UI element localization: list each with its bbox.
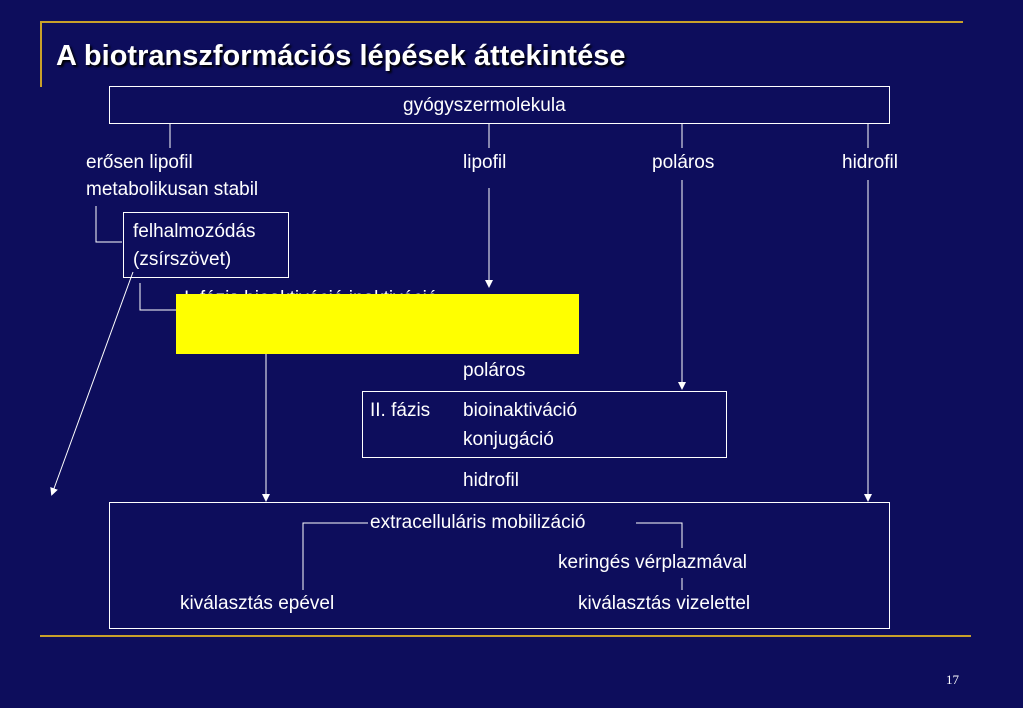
- header-rule-vertical: [40, 21, 42, 87]
- strong-lipophilic-label: erősen lipofil: [86, 152, 193, 173]
- hydrophilic-after-phase2-label: hidrofil: [463, 470, 519, 491]
- slide-title: A biotranszformációs lépések áttekintése: [56, 40, 626, 72]
- accumulation-label: felhalmozódás: [133, 221, 256, 242]
- page-number: 17: [946, 672, 959, 687]
- accumulation-box: [123, 212, 289, 278]
- drug-molecule-box: [109, 86, 890, 124]
- urinary-excretion-label: kiválasztás vizelettel: [578, 593, 751, 614]
- phase-2-label: II. fázis: [370, 400, 431, 421]
- bioinactivation-label: bioinaktiváció: [463, 400, 578, 421]
- adipose-tissue-label: (zsírszövet): [133, 249, 232, 270]
- biliary-excretion-label: kiválasztás epével: [180, 593, 335, 614]
- phase-1-label: I. fázis bioaktiváció inaktiváció: [184, 286, 574, 298]
- elimination-box: [109, 502, 890, 629]
- lipophilic-label: lipofil: [463, 152, 507, 173]
- drug-molecule-label: gyógyszermolekula: [403, 95, 566, 116]
- hydrophilic-label: hidrofil: [842, 152, 898, 173]
- conjugation-label: konjugáció: [463, 429, 554, 450]
- metabolically-stable-label: metabolikusan stabil: [86, 179, 259, 200]
- footer-rule: [40, 635, 971, 637]
- highlight-block: [176, 294, 579, 354]
- phase-2-box: [362, 391, 727, 458]
- plasma-circulation-label: keringés vérplazmával: [558, 552, 748, 573]
- header-rule: [40, 21, 963, 23]
- extracellular-mobilization-label: extracelluláris mobilizáció: [370, 512, 586, 533]
- polar-after-phase1-label: poláros: [463, 360, 526, 381]
- polar-label: poláros: [652, 152, 715, 173]
